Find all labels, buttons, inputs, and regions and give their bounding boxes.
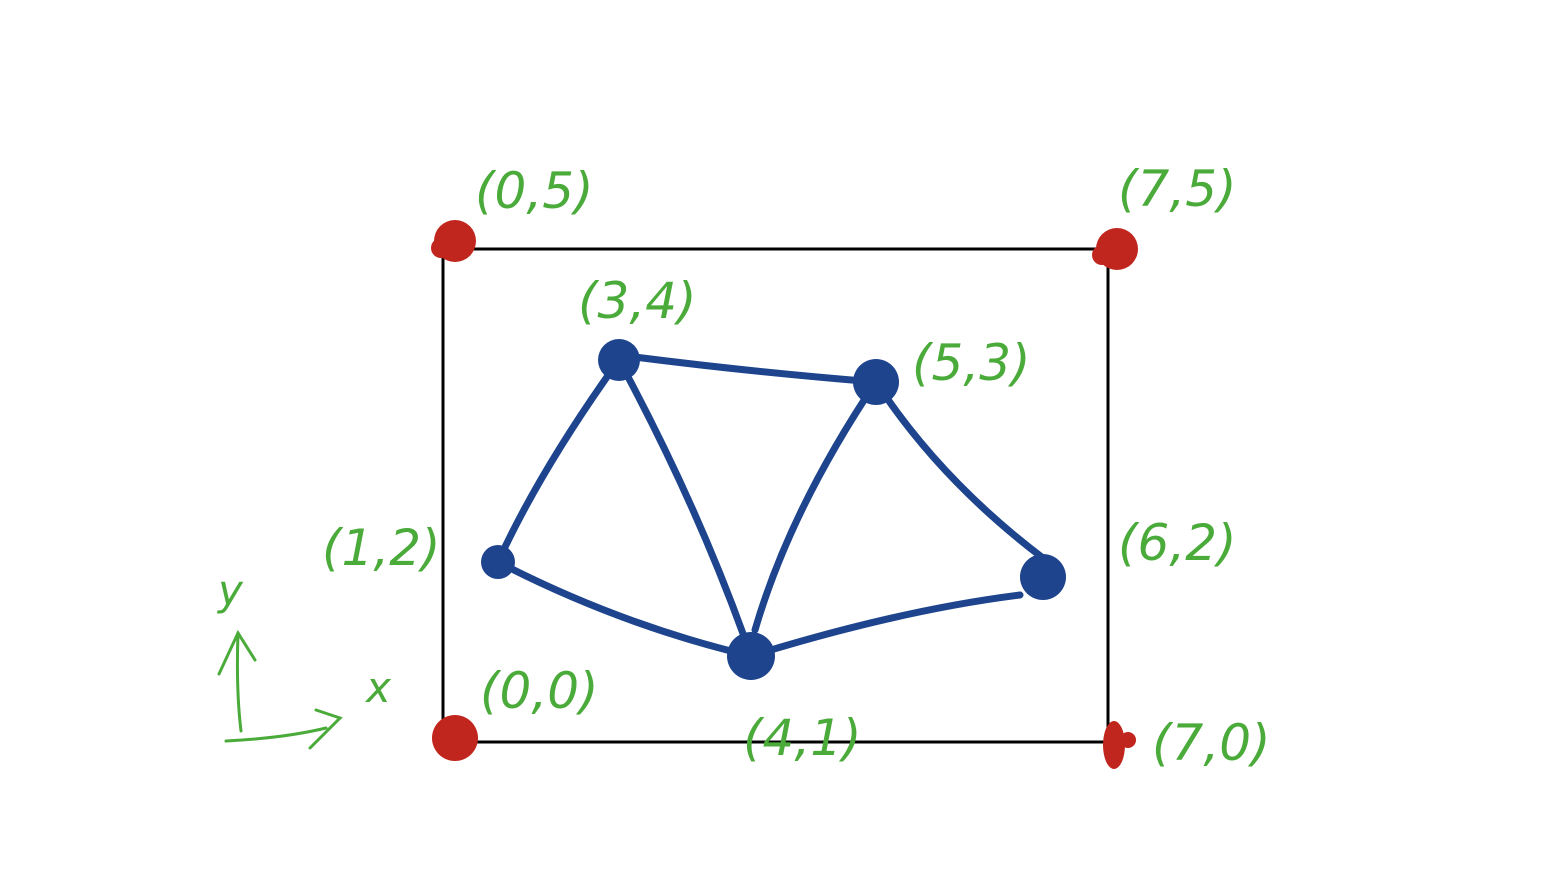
bounding-rectangle bbox=[441, 247, 1110, 744]
corner-label-bottom-left: (0,0) bbox=[480, 662, 599, 720]
corner-label-top-right: (7,5) bbox=[1118, 160, 1237, 218]
graph-nodes bbox=[481, 339, 1066, 680]
edge-b-e bbox=[751, 378, 880, 634]
edge-a-e bbox=[615, 356, 755, 660]
corner-node-top-left bbox=[431, 220, 476, 262]
y-axis-label: y bbox=[216, 566, 244, 615]
corner-node-bottom-right bbox=[1103, 721, 1136, 769]
corner-label-top-left: (0,5) bbox=[475, 162, 594, 220]
axis-indicator bbox=[217, 629, 343, 750]
node-label-e: (4,1) bbox=[743, 709, 862, 767]
node-label-d: (6,2) bbox=[1118, 514, 1237, 572]
node-label-a: (3,4) bbox=[578, 272, 697, 330]
y-arrowhead bbox=[217, 629, 257, 676]
graph-node-b bbox=[853, 359, 899, 405]
graph-node-d bbox=[1020, 554, 1066, 600]
x-axis-label: x bbox=[364, 663, 392, 712]
node-label-b: (5,3) bbox=[912, 334, 1031, 392]
edge-a-b bbox=[615, 351, 880, 386]
x-arrowhead bbox=[308, 708, 343, 750]
corner-node-bottom-left bbox=[432, 715, 478, 761]
graph-node-a bbox=[598, 339, 640, 381]
corner-node-top-right bbox=[1092, 228, 1138, 270]
edge-a-c bbox=[494, 356, 623, 566]
edge-e-d bbox=[747, 591, 1024, 660]
edge-c-e bbox=[494, 558, 755, 660]
y-axis-arrow bbox=[235, 631, 243, 733]
graph-node-e bbox=[727, 632, 775, 680]
corner-label-bottom-right: (7,0) bbox=[1152, 714, 1271, 772]
x-axis-arrow bbox=[224, 726, 328, 743]
node-label-c: (1,2) bbox=[322, 519, 441, 577]
graph-node-c bbox=[481, 545, 515, 579]
graph-edges bbox=[494, 351, 1047, 660]
edge-b-d bbox=[872, 378, 1047, 562]
